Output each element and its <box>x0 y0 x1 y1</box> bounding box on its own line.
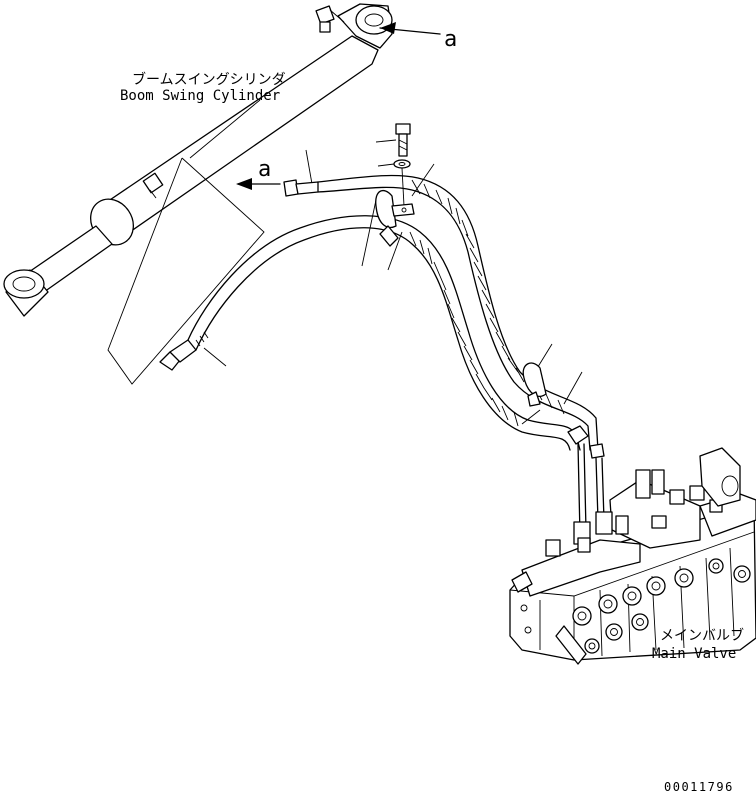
valve-label-jp: メインバルブ <box>660 627 744 644</box>
hose-clamp-upper <box>375 189 415 247</box>
cylinder-label-en: Boom Swing Cylinder <box>120 88 280 104</box>
main-valve <box>509 447 756 665</box>
boom-swing-cylinder <box>3 3 393 317</box>
hose-upper <box>283 174 599 451</box>
detail-frame <box>107 157 265 385</box>
hose-lower <box>159 215 581 451</box>
hose-clamp-lower <box>522 362 547 407</box>
ref-arrow-hose <box>236 178 281 190</box>
cylinder-label-jp: ブームスイングシリンダ <box>132 71 286 88</box>
valve-label-en: Main Valve <box>652 646 736 662</box>
elbow-fittings <box>567 425 605 537</box>
ref-arrow-top <box>379 22 441 35</box>
ref-a-top-label: a <box>444 27 457 52</box>
labels: a a ブームスイングシリンダ Boom Swing Cylinder メインバ… <box>120 27 744 794</box>
bolt <box>375 123 411 157</box>
drawing-number: 00011796 <box>664 780 734 794</box>
ref-a-hose-label: a <box>258 157 271 182</box>
washer <box>377 159 411 207</box>
